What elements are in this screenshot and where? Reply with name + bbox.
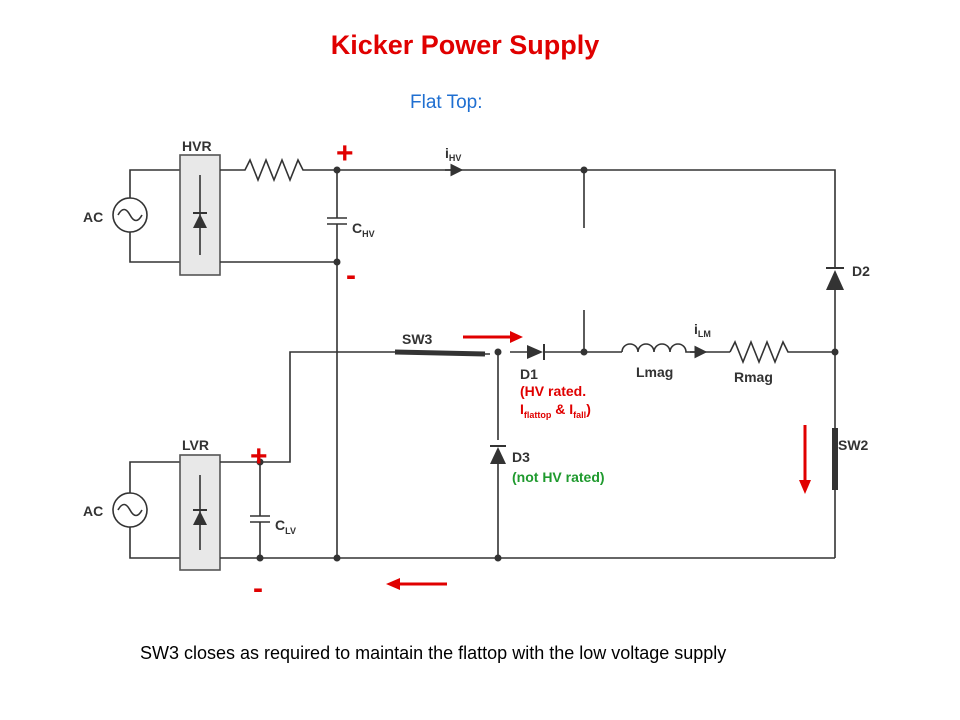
hvr-label: HVR bbox=[182, 138, 212, 154]
c-lv-label: CLV bbox=[275, 517, 296, 536]
sw2-label: SW2 bbox=[838, 437, 869, 453]
wire-ac-hv bbox=[129, 169, 180, 263]
caption: SW3 closes as required to maintain the f… bbox=[140, 643, 727, 663]
hv-plus-sign: + bbox=[336, 137, 354, 170]
lvr-label: LVR bbox=[182, 437, 209, 453]
sw3-label: SW3 bbox=[402, 331, 433, 347]
wire-lv-plus bbox=[260, 351, 395, 463]
hvr-rectifier bbox=[179, 154, 221, 276]
wire-chv bbox=[327, 170, 347, 558]
d3-note: (not HV rated) bbox=[512, 469, 605, 485]
rmag-resistor bbox=[729, 339, 835, 365]
d3-label: D3 bbox=[512, 449, 530, 465]
current-arrow-right bbox=[463, 331, 523, 343]
d1-note-line1: (HV rated. bbox=[520, 383, 586, 399]
d1-diode bbox=[527, 344, 545, 360]
sw3-switch bbox=[394, 349, 486, 357]
i-hv-label: iHV bbox=[445, 145, 461, 163]
wire-hv-top bbox=[220, 157, 836, 268]
wire-ac-lv bbox=[129, 461, 180, 559]
d2-label: D2 bbox=[852, 263, 870, 279]
wire-clv bbox=[250, 462, 270, 558]
ac-label-hv: AC bbox=[83, 209, 103, 225]
hv-minus-sign: - bbox=[346, 259, 356, 292]
c-hv-label: CHV bbox=[352, 220, 375, 239]
lmag-inductor bbox=[621, 343, 730, 353]
current-arrow-left bbox=[386, 578, 447, 590]
ac-label-lv: AC bbox=[83, 503, 103, 519]
ac-source-lv bbox=[112, 492, 148, 528]
d2-diode bbox=[826, 267, 844, 290]
lvr-rectifier bbox=[179, 454, 221, 571]
page-subtitle: Flat Top: bbox=[410, 92, 483, 113]
d1-note-line2: Iflattop & Ifall) bbox=[520, 401, 591, 420]
i-lm-label: iLM bbox=[694, 321, 711, 339]
lv-minus-sign: - bbox=[253, 572, 263, 605]
page-title: Kicker Power Supply bbox=[330, 30, 600, 60]
ac-source-hv bbox=[112, 197, 148, 233]
lmag-label: Lmag bbox=[636, 364, 673, 380]
current-arrow-down bbox=[799, 425, 811, 494]
rmag-label: Rmag bbox=[734, 369, 773, 385]
lv-plus-sign: + bbox=[250, 440, 268, 473]
d1-label: D1 bbox=[520, 366, 538, 382]
d3-diode bbox=[490, 445, 506, 464]
